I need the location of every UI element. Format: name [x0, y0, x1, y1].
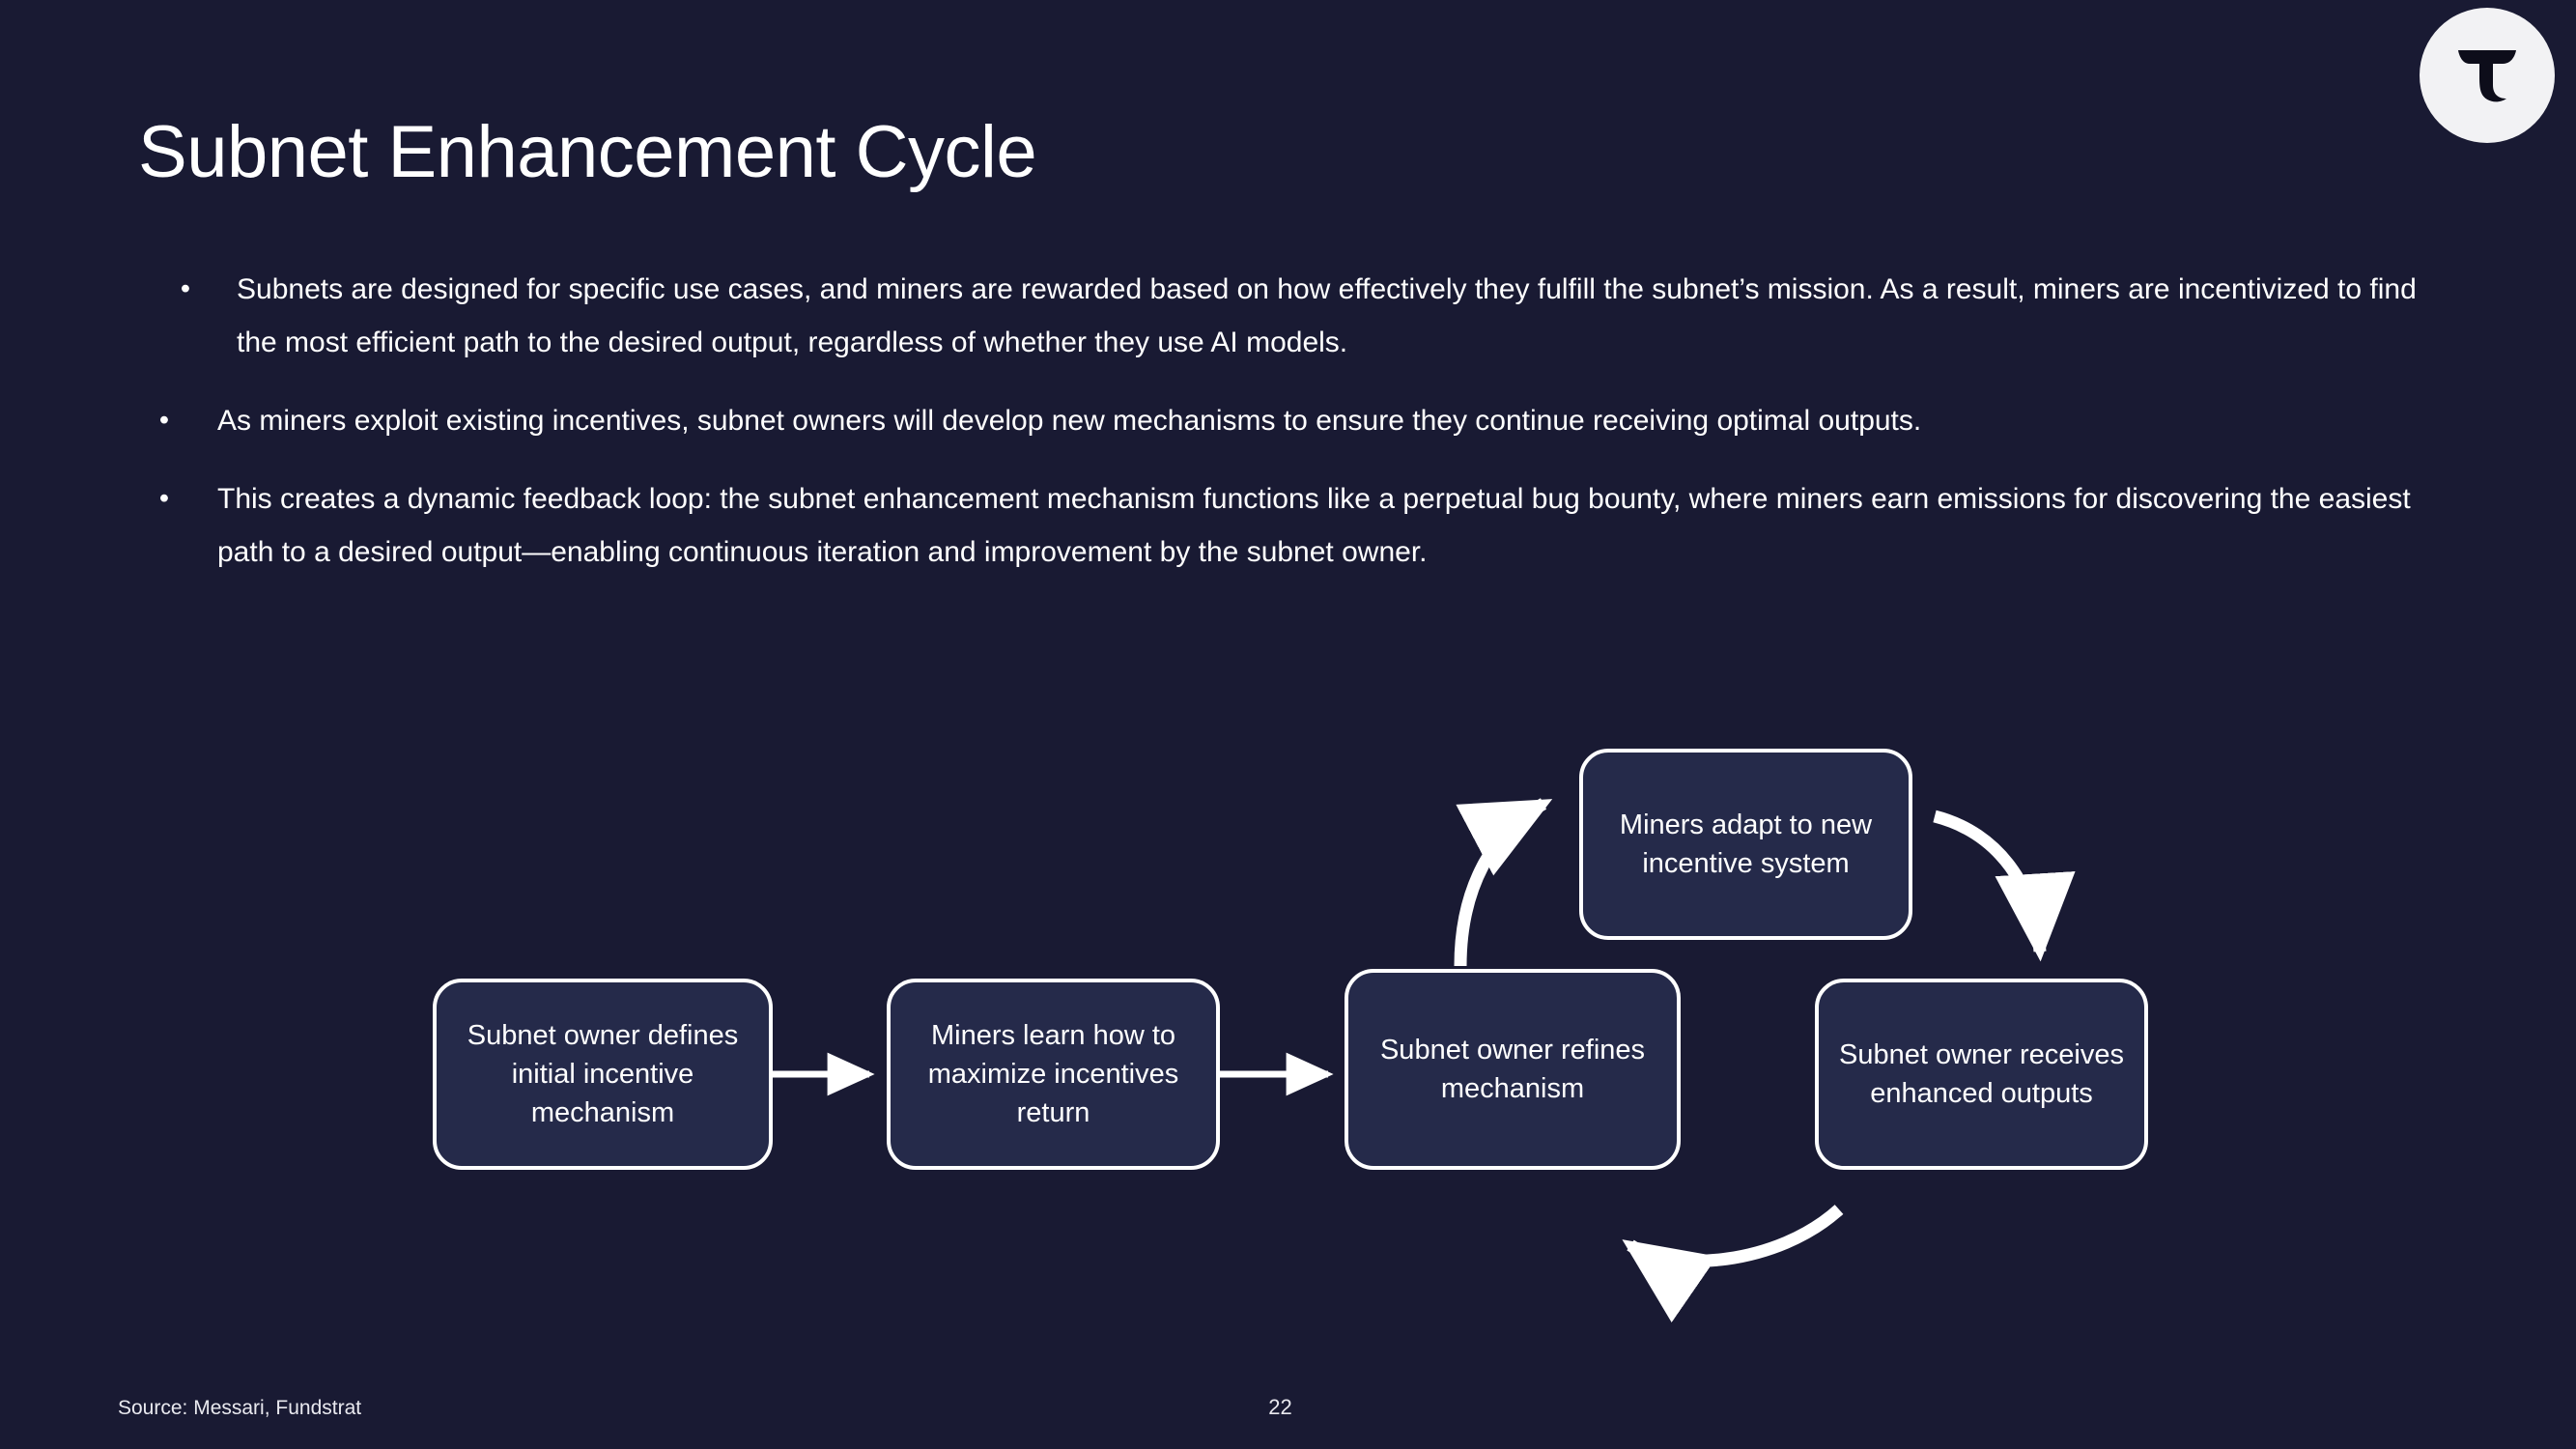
footer-page-number: 22: [1268, 1395, 1292, 1419]
diagram-node-label: Subnet owner defines initial incentive m…: [467, 1020, 739, 1128]
diagram-node-enhanced[interactable]: Subnet owner receives enhanced outputs: [1815, 979, 2148, 1170]
list-item: • As miners exploit existing incentives,…: [135, 394, 2420, 447]
bullet-list: • Subnets are designed for specific use …: [135, 263, 2420, 604]
list-item: • Subnets are designed for specific use …: [135, 263, 2420, 369]
bullet-marker-icon: •: [180, 273, 191, 304]
arrow-adapt-to-enhanced: [1933, 810, 2076, 962]
page-title: Subnet Enhancement Cycle: [138, 111, 1037, 193]
diagram-node-refine[interactable]: Subnet owner refines mechanism: [1345, 969, 1681, 1170]
footer-source: Source: Messari, Fundstrat: [118, 1397, 362, 1419]
diagram-node-label: Miners adapt to new incentive system: [1619, 810, 1873, 879]
arrow-enhanced-to-refine: [1622, 1205, 1844, 1322]
diagram-node-learn[interactable]: Miners learn how to maximize incentives …: [887, 979, 1220, 1170]
bullet-text: This creates a dynamic feedback loop: th…: [217, 483, 2411, 568]
bittensor-tau-logo-icon: [2420, 8, 2555, 143]
arrow-refine-to-adapt: [1454, 798, 1553, 967]
bullet-marker-icon: •: [158, 405, 170, 436]
diagram-node-label: Miners learn how to maximize incentives …: [927, 1020, 1179, 1128]
bullet-marker-icon: •: [158, 483, 170, 514]
diagram-node-define[interactable]: Subnet owner defines initial incentive m…: [433, 979, 773, 1170]
diagram-node-adapt[interactable]: Miners adapt to new incentive system: [1579, 749, 1912, 940]
bullet-text: As miners exploit existing incentives, s…: [217, 405, 1922, 437]
diagram-node-label: Subnet owner receives enhanced outputs: [1839, 1039, 2124, 1109]
diagram-node-label: Subnet owner refines mechanism: [1379, 1035, 1646, 1104]
bullet-text: Subnets are designed for specific use ca…: [237, 273, 2417, 358]
list-item: • This creates a dynamic feedback loop: …: [135, 472, 2420, 579]
